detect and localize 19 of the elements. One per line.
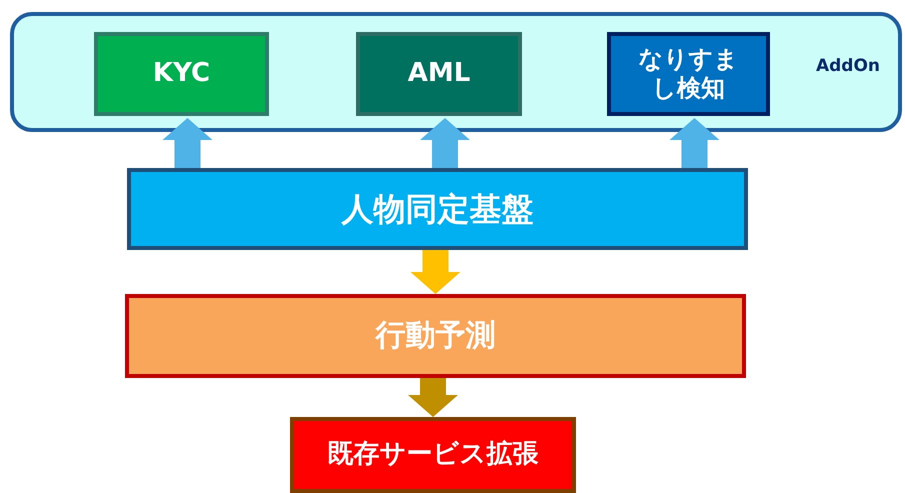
block-arrow	[420, 118, 470, 168]
block-arrow	[410, 250, 460, 294]
module-box	[356, 32, 522, 116]
box-label: なりすまし検知	[637, 45, 740, 103]
box-label: KYC	[152, 58, 210, 90]
block-arrow	[670, 118, 720, 168]
addon-panel	[10, 12, 902, 132]
process-box	[125, 294, 746, 378]
box-label: 既存サービス拡張	[328, 439, 538, 471]
service-box	[290, 417, 576, 493]
block-arrow	[162, 118, 212, 168]
panel-heading: AddOn	[814, 56, 882, 76]
module-box	[94, 32, 269, 116]
module-box	[607, 32, 770, 116]
box-label: 人物同定基盤	[342, 190, 534, 228]
box-label: AML	[408, 58, 470, 90]
platform-box	[127, 168, 748, 250]
block-arrow	[408, 378, 458, 417]
box-label: 行動予測	[376, 318, 496, 354]
